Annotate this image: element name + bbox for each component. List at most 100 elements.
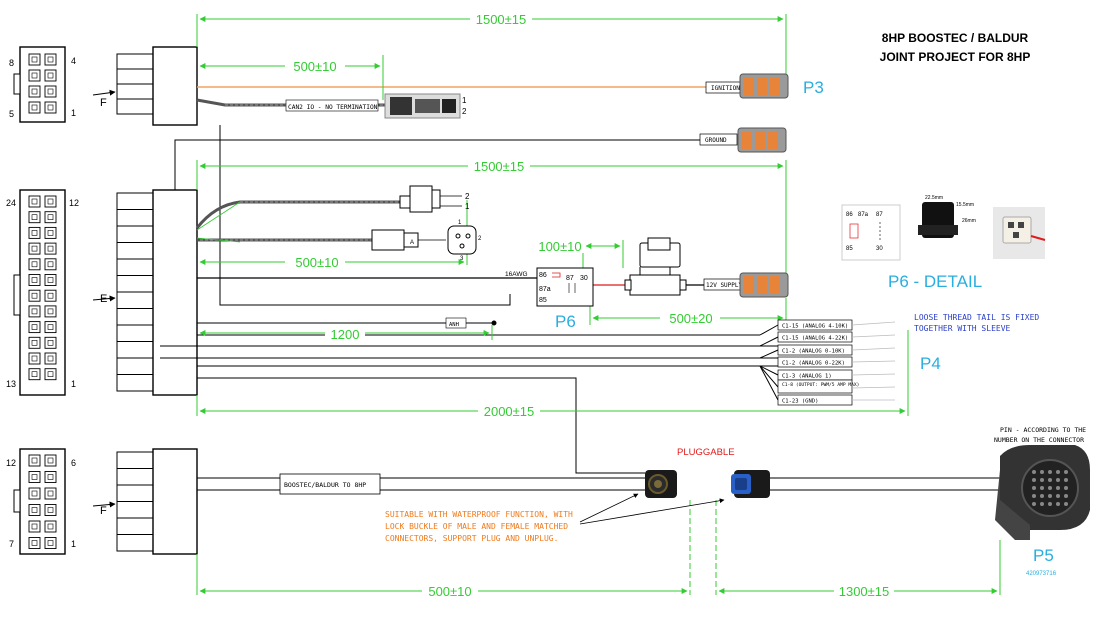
pin-label-6: 6 [71,458,76,468]
dimension-texts: 1500±15 500±10 1500±15 500±10 100±10 500… [285,12,894,599]
p5-pin [1056,470,1060,474]
p5-pin [1064,486,1068,490]
p4-tag-label: C1-2 (ANALOG 0-10K) [782,349,845,355]
ground-connector: GROUND [699,127,787,153]
p5-pin [1064,478,1068,482]
wire-stub [116,324,154,342]
title-line-2: JOINT PROJECT FOR 8HP [880,50,1031,64]
connector-f-top-letter: F [100,97,107,109]
wire-stub [116,374,154,392]
two-pin-2: 2 [465,192,470,201]
pin-label-4: 4 [71,56,76,66]
wire-stub [116,357,154,375]
ignition-label: IGNITION [711,85,740,92]
dim-top-500: 500±10 [293,59,336,74]
ignition-connector: IGNITION [705,73,789,99]
male-pluggable-connector [645,470,677,498]
wire-stub [116,341,154,359]
p5-pin [1032,486,1036,490]
pin-label-8: 8 [9,58,14,68]
p4-note-line-1: LOOSE THREAD TAIL IS FIXED [914,313,1039,322]
p4-tag-label: C1-2 (ANALOG 0-22K) [782,361,845,367]
dim-top-1500: 1500±15 [476,12,527,27]
p5-pin [1048,478,1052,482]
supply-label: 12V SUPPLY [706,282,743,289]
p5-pin [1056,494,1060,498]
p5-pin [1048,502,1052,506]
pin-label-12: 12 [6,458,16,468]
relay-87: 87 [566,275,574,282]
p5-pin [1064,502,1068,506]
detail-87a: 87a [858,212,869,218]
wire-stub [116,225,154,243]
dim-bottom-500: 500±10 [428,584,471,599]
p5-pin [1032,478,1036,482]
relay-p6: 86 87 30 87a 85 [536,267,594,307]
dim-mid-500: 500±10 [295,255,338,270]
p5-pin [1056,478,1060,482]
connector-f-bottom-letter: F [100,505,107,517]
pin-label-12: 12 [69,198,79,208]
relay-30: 30 [580,275,588,282]
detail-86: 86 [846,212,853,218]
p4-label: P4 [920,354,941,373]
can-pin-2: 2 [462,107,467,116]
p5-pin [1048,486,1052,490]
dim-fuse-500: 500±20 [669,311,712,326]
cable-label-box [279,473,381,495]
p4-tag-label: C1-8 (OUTPUT: PWM/5 AMP MAX) [782,382,859,388]
p5-connector [995,445,1090,540]
detail-85: 85 [846,246,853,252]
can-connector: CAN2 IO - NO TERMINATION 1 2 [285,93,467,119]
p5-pin [1032,494,1036,498]
dim-1200: 1200 [331,327,360,342]
title-line-1: 8HP BOOSTEC / BALDUR [882,31,1029,45]
dim-bottom-1300: 1300±15 [839,584,890,599]
pin-label-1: 1 [71,108,76,118]
p4-tag-box [777,379,853,394]
p5-pin [1032,502,1036,506]
round-connector [371,225,477,255]
p4-tags: C1-15 (ANALOG 4-10K)C1-15 (ANALOG 4-22K)… [777,319,859,406]
pluggable-label: PLUGGABLE [677,447,735,458]
anh-label: ANH [449,322,459,328]
pin-label-7: 7 [9,539,14,549]
p5-pin [1040,470,1044,474]
p3-label: P3 [803,78,824,97]
wire-stub [116,308,154,326]
p5-pin [1040,502,1044,506]
round-conn-mark: A [410,240,414,246]
cable-label: BOOSTEC/BALDUR TO 8HP [284,481,366,489]
can-label: CAN2 IO - NO TERMINATION [288,104,378,111]
p5-pin-note-line-2: NUMBER ON THE CONNECTOR [994,436,1084,444]
p4-tag-label: C1-23 (GND) [782,399,818,405]
pin-label-1: 1 [71,379,76,389]
dim-2000: 2000±15 [484,404,535,419]
p5-pin [1040,494,1044,498]
relay-87a: 87a [539,286,551,293]
round-conn-pin-1: 1 [458,220,462,226]
connector-f-bottom-face: 12 6 7 1 [6,448,76,555]
wire-stub [116,192,154,210]
p5-pin [1032,470,1036,474]
pluggable-note-line-3: CONNECTORS, SUPPORT PLUG AND UNPLUG. [385,534,558,543]
pin-label-13: 13 [6,379,16,389]
pluggable-note: SUITABLE WITH WATERPROOF FUNCTION, WITH … [385,510,573,543]
detail-87: 87 [876,212,883,218]
relay-85: 85 [539,297,547,304]
p4-note-line-2: TOGETHER WITH SLEEVE [914,324,1011,333]
wire-stub [116,484,154,502]
wire-stub [116,258,154,276]
p6-detail-label: P6 - DETAIL [888,272,982,291]
detail-dim-1: 22.5mm [925,195,943,201]
p5-pin [1040,486,1044,490]
p5-pin [1064,470,1068,474]
p4-tag-lines [851,321,896,401]
detail-dim-2: 15.5mm [956,202,974,208]
p5-pin [1048,470,1052,474]
wire-stub [116,468,154,486]
wire-stub [116,517,154,535]
relay-86: 86 [539,272,547,279]
p4-tag-label: C1-3 (ANALOG 1) [782,374,832,380]
